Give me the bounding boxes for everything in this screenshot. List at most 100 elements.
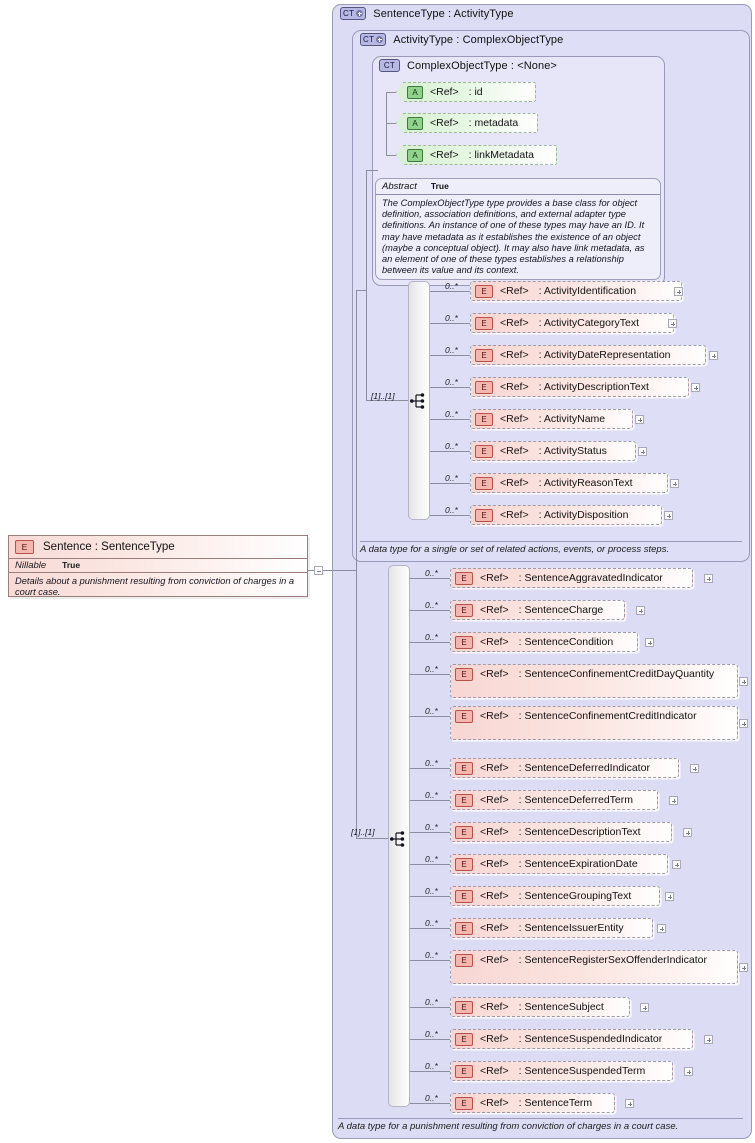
expand-toggle[interactable] [739,677,748,686]
element-ref: <Ref> [480,710,509,722]
complex-type-icon[interactable]: CT [360,33,387,46]
element-icon: E [475,317,493,330]
element-node[interactable]: E <Ref> : ActivityIdentification [470,281,682,301]
element-node[interactable]: E <Ref> : SentenceGroupingText [450,886,660,906]
expand-toggle[interactable] [739,963,748,972]
element-icon: E [455,710,473,723]
tree-branch-id [386,92,398,93]
node-connector [430,419,472,420]
expand-toggle[interactable] [709,351,718,360]
element-node[interactable]: E <Ref> : SentenceAggravatedIndicator [450,568,693,588]
sequence-icon [410,393,425,409]
element-ref: <Ref> [480,1097,509,1109]
element-node[interactable]: E <Ref> : SentenceRegisterSexOffenderInd… [450,950,738,984]
attribute-node[interactable]: A <Ref> : id [396,82,536,102]
element-node[interactable]: E <Ref> : ActivityReasonText [470,473,668,493]
element-node[interactable]: E <Ref> : SentenceIssuerEntity [450,918,653,938]
expand-toggle[interactable] [640,1003,649,1012]
element-node[interactable]: E <Ref> : ActivityCategoryText [470,313,674,333]
expand-toggle[interactable] [670,479,679,488]
expand-toggle[interactable] [690,764,699,773]
element-icon: E [455,922,473,935]
attribute-node[interactable]: A <Ref> : metadata [396,113,538,133]
complex-type-icon[interactable]: CT [379,59,400,72]
occurrence-label: 0..* [445,377,458,387]
node-connector [410,1103,452,1104]
element-node[interactable]: E <Ref> : SentenceConfinementCreditDayQu… [450,664,738,698]
expand-toggle[interactable] [625,1099,634,1108]
element-ref: <Ref> [500,477,529,489]
element-ref: <Ref> [500,285,529,297]
expand-toggle[interactable] [635,415,644,424]
element-node[interactable]: E <Ref> : SentenceSuspendedTerm [450,1061,673,1081]
expand-toggle[interactable] [669,796,678,805]
element-ref: <Ref> [480,922,509,934]
element-icon: E [15,540,34,554]
expand-toggle[interactable] [668,319,677,328]
element-node[interactable]: E <Ref> : SentenceSuspendedIndicator [450,1029,693,1049]
container-sentence-type-label: SentenceType : ActivityType [373,7,514,20]
nillable-value: True [62,560,81,570]
node-connector [410,642,452,643]
node-connector [410,610,452,611]
root-element-title: Sentence : SentenceType [43,541,175,553]
occurrence-label: 0..* [425,1029,438,1039]
expand-toggle[interactable] [645,638,654,647]
element-node[interactable]: E <Ref> : ActivityName [470,409,633,429]
element-name: : SentenceSuspendedIndicator [518,1033,663,1045]
element-name: : SentenceDescriptionText [518,826,641,838]
expand-toggle[interactable] [657,924,666,933]
element-node[interactable]: E <Ref> : SentenceCondition [450,632,638,652]
element-name: : SentenceGroupingText [518,890,632,902]
expand-toggle[interactable] [684,1067,693,1076]
collapse-toggle[interactable] [314,566,323,575]
abstract-row: Abstract True [376,179,660,195]
element-node[interactable]: E <Ref> : SentenceExpirationDate [450,854,668,874]
plus-icon [356,10,364,17]
element-node[interactable]: E <Ref> : SentenceSubject [450,997,630,1017]
sentence-sequence-bar[interactable] [388,565,410,1107]
plus-icon [376,36,384,43]
element-node[interactable]: E <Ref> : SentenceTerm [450,1093,615,1113]
root-element-sentence[interactable]: E Sentence : SentenceType Nillable True … [8,535,308,597]
expand-toggle[interactable] [691,383,700,392]
activity-type-footer: A data type for a single or set of relat… [360,541,742,556]
element-node[interactable]: E <Ref> : SentenceCharge [450,600,625,620]
element-node[interactable]: E <Ref> : SentenceDescriptionText [450,822,672,842]
attribute-node[interactable]: A <Ref> : linkMetadata [396,145,557,165]
tree-branch-sentence-seq [356,838,392,839]
element-name: : ActivityDateRepresentation [538,349,671,361]
element-node[interactable]: E <Ref> : ActivityDescriptionText [470,377,689,397]
element-name: : ActivityDisposition [538,509,629,521]
element-node[interactable]: E <Ref> : SentenceDeferredIndicator [450,758,679,778]
occurrence-label: 0..* [425,997,438,1007]
expand-toggle[interactable] [636,606,645,615]
element-node[interactable]: E <Ref> : SentenceConfinementCreditIndic… [450,706,738,740]
expand-toggle[interactable] [739,719,748,728]
element-node[interactable]: E <Ref> : ActivityDisposition [470,505,662,525]
element-ref: <Ref> [500,509,529,521]
expand-toggle[interactable] [665,892,674,901]
element-node[interactable]: E <Ref> : SentenceDeferredTerm [450,790,658,810]
element-node[interactable]: E <Ref> : ActivityStatus [470,441,636,461]
element-ref: <Ref> [480,636,509,648]
expand-toggle[interactable] [704,574,713,583]
element-ref: <Ref> [480,826,509,838]
root-connector-right [323,570,356,571]
expand-toggle[interactable] [664,511,673,520]
expand-toggle[interactable] [672,860,681,869]
expand-toggle[interactable] [683,828,692,837]
attribute-name: : linkMetadata [468,149,534,161]
abstract-documentation: The ComplexObjectType type provides a ba… [382,198,645,276]
expand-toggle[interactable] [674,287,683,296]
occurrence-label: 0..* [425,1093,438,1103]
element-name: : SentenceExpirationDate [518,858,638,870]
expand-toggle[interactable] [638,447,647,456]
element-icon: E [475,477,493,490]
element-node[interactable]: E <Ref> : ActivityDateRepresentation [470,345,706,365]
element-name: : SentenceIssuerEntity [518,922,624,934]
complex-type-icon[interactable]: CT [340,7,367,20]
expand-toggle[interactable] [704,1035,713,1044]
element-ref: <Ref> [500,445,529,457]
element-icon: E [475,509,493,522]
